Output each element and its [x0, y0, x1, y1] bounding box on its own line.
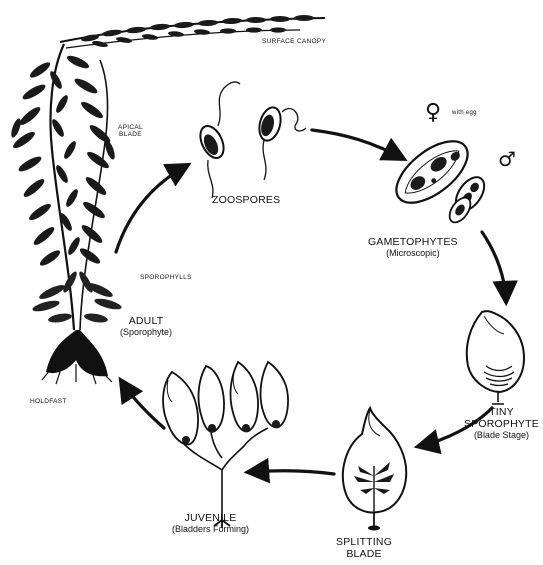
male-symbol: ♂: [498, 148, 516, 171]
arrow-juvenile-to-adult: [122, 382, 164, 428]
gametophytes-title: GAMETOPHYTES: [368, 236, 458, 248]
tiny-sporophyte-line-2: SPOROPHYTE: [464, 418, 539, 430]
tiny-sporophyte-line-1: TINY: [464, 406, 539, 418]
apical-blade-label-line-2: BLADE: [118, 131, 143, 138]
juvenile-subtitle: (Bladders Forming): [172, 524, 249, 534]
arrow-splitting-to-juvenile: [250, 471, 334, 474]
zoospores-illustration: [196, 82, 306, 198]
apical-blade-label-line-1: APICAL: [118, 124, 143, 131]
adult-subtitle: (Sporophyte): [120, 327, 172, 337]
juvenile-title: JUVENILE: [172, 512, 249, 524]
arrow-gametophytes-to-tiny-sporophyte: [482, 232, 506, 300]
splitting-blade-line-2: BLADE: [336, 548, 392, 560]
female-symbol: ♀: [425, 100, 441, 125]
juvenile-illustration: [163, 362, 288, 528]
splitting-blade-label: SPLITTING BLADE: [336, 536, 392, 560]
arrow-adult-to-zoospores: [116, 166, 186, 252]
apical-blade-label: APICAL BLADE: [118, 124, 143, 139]
surface-canopy-label: SURFACE CANOPY: [262, 38, 326, 45]
tiny-sporophyte-label: TINY SPOROPHYTE (Blade Stage): [464, 406, 539, 440]
with-egg-label: with egg: [452, 110, 477, 117]
gametophytes-illustration: [386, 130, 490, 226]
sporophylls-label: SPOROPHYLLS: [140, 274, 192, 281]
holdfast-illustration: [46, 330, 108, 376]
adult-label: ADULT (Sporophyte): [120, 315, 172, 337]
adult-title: ADULT: [120, 315, 172, 327]
gametophytes-subtitle: (Microscopic): [368, 248, 458, 258]
holdfast-label: HOLDFAST: [30, 398, 67, 405]
juvenile-label: JUVENILE (Bladders Forming): [172, 512, 249, 534]
splitting-blade-illustration: [343, 408, 406, 531]
zoospores-label: ZOOSPORES: [212, 194, 280, 206]
gametophytes-label: GAMETOPHYTES (Microscopic): [368, 236, 458, 258]
tiny-sporophyte-subtitle: (Blade Stage): [464, 430, 539, 440]
tiny-sporophyte-illustration: [467, 311, 524, 404]
splitting-blade-line-1: SPLITTING: [336, 536, 392, 548]
arrow-zoospores-to-gametophytes: [312, 130, 402, 158]
